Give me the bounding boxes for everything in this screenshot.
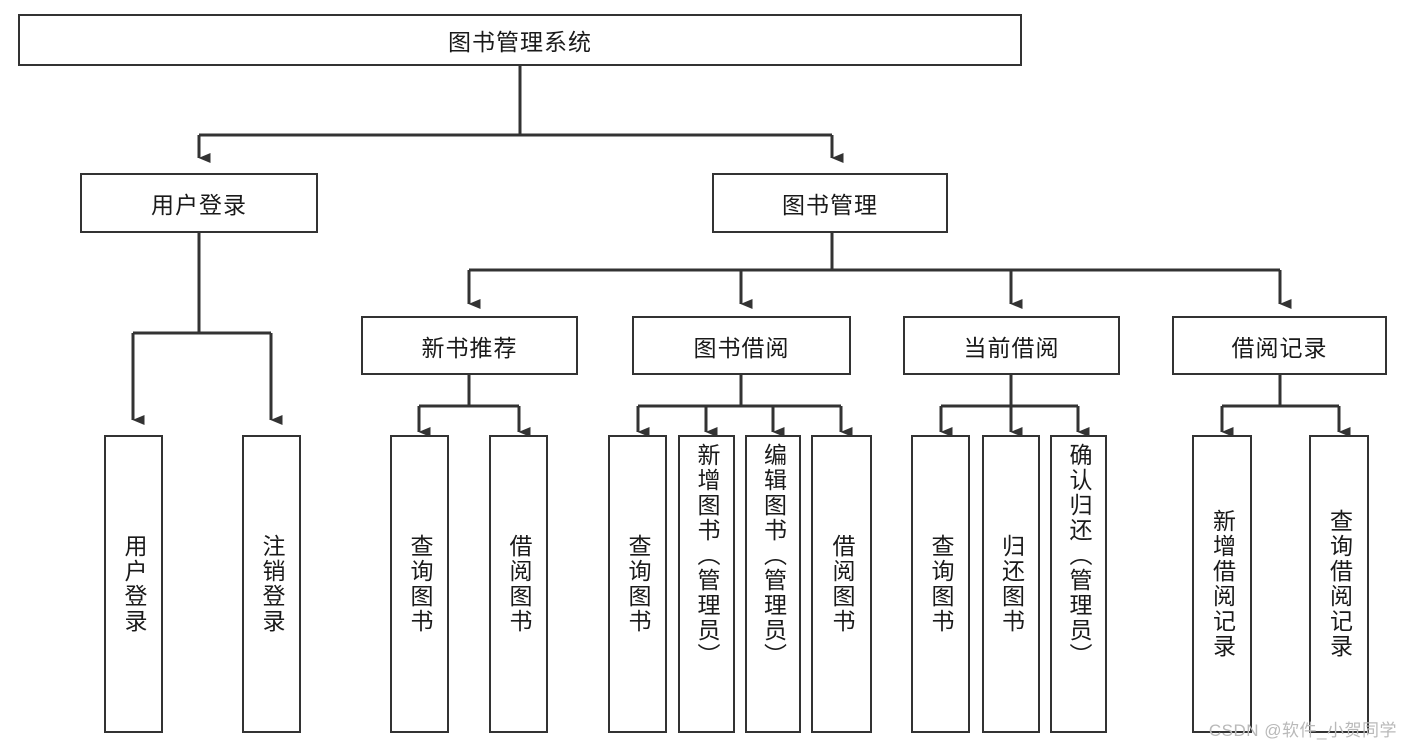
node-new-book-recommend[interactable]: 新书推荐 [361, 316, 578, 375]
node-current-borrow[interactable]: 当前借阅 [903, 316, 1120, 375]
leaf-borrow-borrow-book[interactable]: 借阅图书 [811, 435, 872, 733]
node-label: 新增图书（管理员） [694, 443, 720, 668]
watermark-text: CSDN @软件_小贺同学 [1208, 721, 1397, 740]
node-label: 图书借阅 [693, 334, 790, 361]
node-label: 注销登录 [259, 534, 285, 634]
node-label: 借阅图书 [829, 534, 855, 634]
leaf-current-return-book[interactable]: 归还图书 [982, 435, 1040, 733]
node-label: 借阅记录 [1231, 334, 1328, 361]
node-label: 确认归还（管理员） [1066, 443, 1092, 668]
node-label: 用户登录 [151, 192, 247, 218]
node-book-borrow[interactable]: 图书借阅 [632, 316, 851, 375]
node-label: 查询借阅记录 [1326, 509, 1353, 659]
node-label: 查询图书 [928, 534, 954, 634]
leaf-records-add-record[interactable]: 新增借阅记录 [1192, 435, 1252, 733]
leaf-user-login-login[interactable]: 用户登录 [104, 435, 163, 733]
node-label: 查询图书 [407, 534, 433, 634]
node-book-management[interactable]: 图书管理 [712, 173, 948, 233]
leaf-records-query-record[interactable]: 查询借阅记录 [1309, 435, 1369, 733]
node-label: 用户登录 [121, 534, 147, 634]
node-borrow-records[interactable]: 借阅记录 [1172, 316, 1387, 375]
leaf-current-query-book[interactable]: 查询图书 [911, 435, 970, 733]
node-user-login[interactable]: 用户登录 [80, 173, 318, 233]
leaf-borrow-query-book[interactable]: 查询图书 [608, 435, 667, 733]
node-label: 图书管理系统 [448, 29, 592, 55]
node-label: 查询图书 [625, 534, 651, 634]
node-root-system[interactable]: 图书管理系统 [18, 14, 1022, 66]
node-label: 借阅图书 [506, 534, 532, 634]
node-label: 新增借阅记录 [1209, 509, 1236, 659]
leaf-borrow-edit-book-admin[interactable]: 编辑图书（管理员） [745, 435, 801, 733]
node-label: 图书管理 [782, 192, 878, 218]
leaf-user-login-logout[interactable]: 注销登录 [242, 435, 301, 733]
leaf-recommend-query-book[interactable]: 查询图书 [390, 435, 449, 733]
node-label: 新书推荐 [421, 334, 518, 361]
node-label: 当前借阅 [963, 334, 1060, 361]
leaf-current-confirm-return-admin[interactable]: 确认归还（管理员） [1050, 435, 1107, 733]
leaf-borrow-add-book-admin[interactable]: 新增图书（管理员） [678, 435, 735, 733]
node-label: 编辑图书（管理员） [760, 443, 787, 668]
node-label: 归还图书 [998, 534, 1025, 634]
leaf-recommend-borrow-book[interactable]: 借阅图书 [489, 435, 548, 733]
